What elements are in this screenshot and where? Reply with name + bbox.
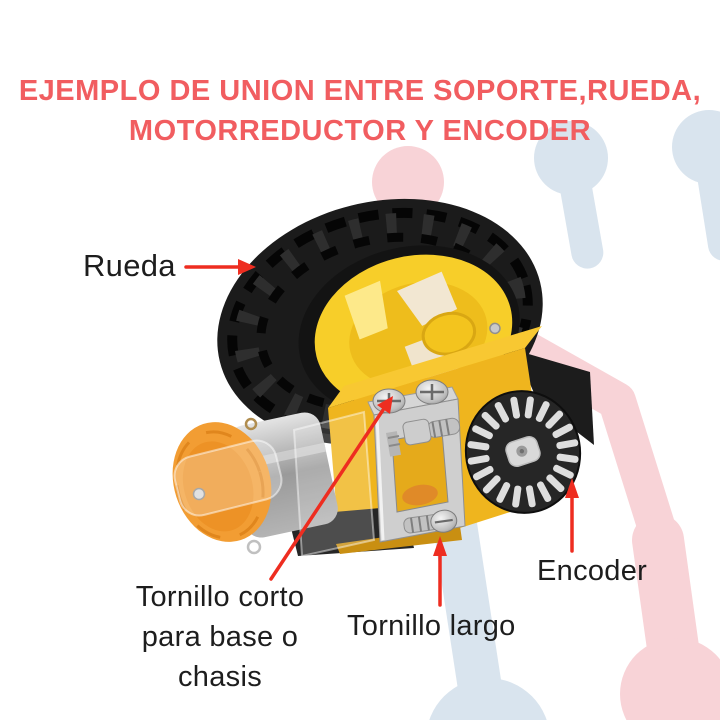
annotation-arrows	[184, 259, 579, 607]
pink-trace-icon	[490, 318, 720, 720]
label-tornillo-corto: Tornillo corto para base o chasis	[135, 581, 305, 693]
middle-screw-icon	[402, 417, 461, 446]
tornillo-largo-arrow-icon	[433, 536, 447, 607]
hook-eyelet-icon	[246, 539, 262, 555]
short-screw-icon	[415, 379, 449, 405]
cap-screw-icon	[192, 487, 206, 501]
blue-pin-icon	[534, 121, 608, 269]
page-title-line2: MOTORREDUCTOR Y ENCODER	[128, 115, 592, 148]
encoder-disc	[464, 390, 582, 514]
label-encoder: Encoder	[537, 555, 648, 587]
tornillo-corto-arrow-icon	[269, 396, 393, 581]
bracket	[367, 379, 466, 543]
page-title-line1: EJEMPLO DE UNION ENTRE SOPORTE,RUEDA,	[18, 75, 702, 108]
rueda-arrow-icon	[184, 259, 256, 275]
tire-shadow	[515, 350, 594, 445]
hub-screw-icon	[489, 322, 501, 335]
long-screw-icon	[403, 509, 458, 534]
label-tornillo-largo: Tornillo largo	[347, 610, 516, 642]
background-watermark-shapes	[372, 110, 720, 720]
page-title: EJEMPLO DE UNION ENTRE SOPORTE,RUEDA, MO…	[0, 71, 720, 151]
label-rueda: Rueda	[83, 248, 176, 283]
blue-pin-icon	[672, 110, 720, 261]
encoder-arrow-icon	[565, 478, 579, 553]
motor-terminal-icon	[244, 417, 258, 431]
